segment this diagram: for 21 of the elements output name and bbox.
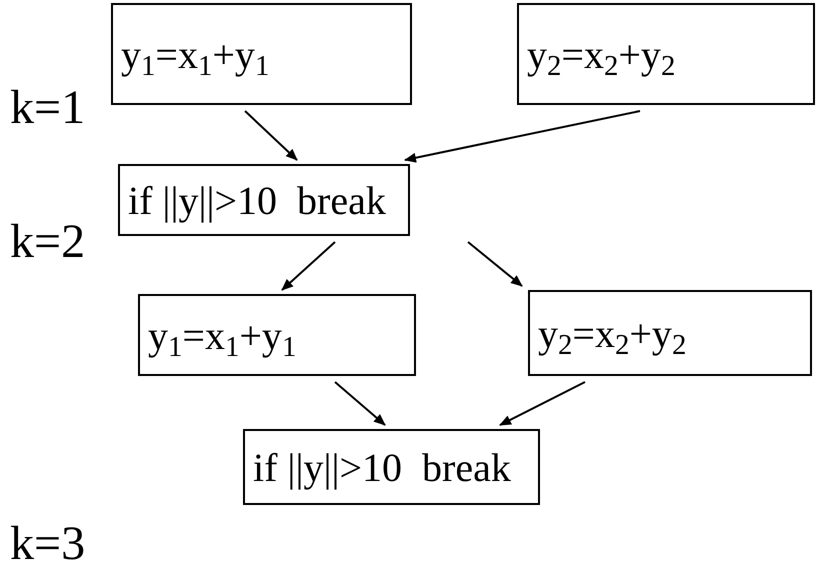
process-box: [517, 3, 815, 105]
formula-text: y$_{1}$=x$_{1}$+y$_{1}$: [148, 312, 296, 358]
formula-text: y$_{1}$=x$_{1}$+y$_{1}$: [121, 30, 270, 78]
formula-text: if ||y||>10 break: [128, 176, 386, 224]
arrow: [404, 110, 640, 163]
formula-text: if ||y||>10 break: [253, 444, 511, 490]
iteration-label: k=2: [10, 218, 86, 266]
arrow: [244, 110, 298, 161]
process-box: [118, 164, 410, 236]
process-box: [111, 3, 412, 105]
arrow: [499, 381, 586, 426]
formula-text: y$_{2}$=x$_{2}$+y$_{2}$: [527, 30, 676, 78]
iteration-label: k=1: [10, 84, 86, 132]
iteration-label: k=3: [10, 520, 86, 568]
arrow: [281, 241, 336, 291]
arrow: [467, 241, 523, 287]
process-box: [138, 294, 416, 376]
process-box: [243, 429, 540, 505]
formula-text: y$_{2}$=x$_{2}$+y$_{2}$: [538, 310, 686, 356]
arrow: [334, 381, 386, 426]
process-box: [528, 290, 812, 376]
